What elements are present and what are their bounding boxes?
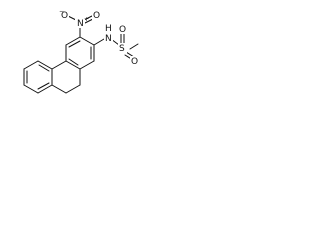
atom-s: S	[119, 44, 125, 54]
bond	[23, 84, 39, 94]
bond	[79, 36, 95, 46]
bond-double	[38, 64, 50, 72]
bond	[67, 15, 77, 21]
atom-o-nitro-left: O	[61, 11, 68, 21]
bond	[51, 60, 67, 70]
bond	[83, 15, 93, 21]
bond-double	[84, 18, 94, 24]
atom-n-nitro: N	[77, 19, 84, 29]
bond	[37, 84, 53, 94]
sulfonamide-bonds	[93, 32, 139, 61]
nitro-bonds	[67, 15, 94, 38]
bond-double	[68, 40, 81, 48]
atom-o-nitro-right: O	[93, 11, 100, 21]
atom-o-sulfonyl-bottom: O	[131, 57, 138, 67]
bond	[65, 84, 81, 94]
bond-double	[68, 58, 79, 66]
bond	[65, 36, 81, 46]
atom-o-sulfonyl-top: O	[119, 25, 126, 35]
bond	[79, 60, 95, 70]
bond	[23, 60, 39, 70]
charge-minus: −	[59, 8, 64, 15]
molecule-canvas: N + O − O N H S O O	[0, 0, 140, 110]
bond	[37, 60, 53, 70]
bond	[129, 43, 139, 50]
atom-h-amide: H	[105, 24, 112, 34]
atom-labels: N + O − O N H S O O	[59, 8, 139, 67]
bond	[51, 84, 67, 94]
atom-n-amide: N	[105, 34, 112, 44]
structure-diagram: N + O − O N H S O O	[23, 8, 139, 94]
bond	[93, 38, 105, 46]
bond	[65, 60, 81, 70]
bond-double	[37, 82, 50, 90]
ring-bonds	[23, 36, 95, 94]
charge-plus: +	[84, 16, 89, 23]
